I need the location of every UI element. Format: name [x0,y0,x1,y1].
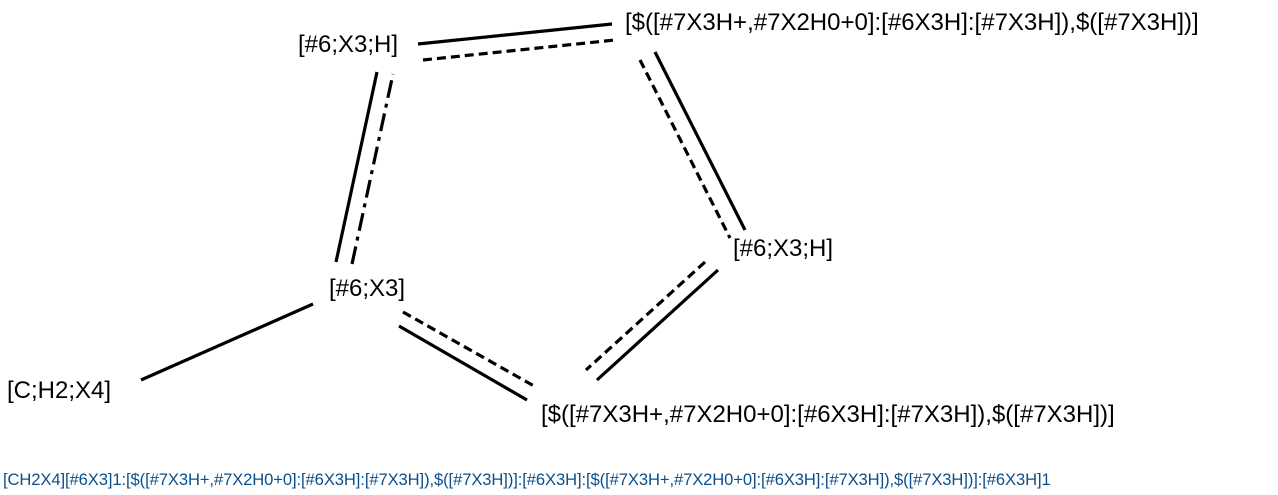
bond-a4-a5 [398,310,535,402]
bond-a3-a4 [584,260,720,382]
smarts-caption: [CH2X4][#6X3]1:[$([#7X3H+,#7X2H0+0]:[#6X… [3,470,1051,489]
atom-label-a5: [#6;X3] [329,275,405,302]
atom-label-a6: [C;H2;X4] [7,377,111,404]
bond-a1-a2 [417,22,616,62]
bond-a2-a3 [638,51,747,239]
atom-label-a3: [#6;X3;H] [733,235,833,262]
atom-label-a1: [#6;X3;H] [298,31,398,58]
bond-a5-a6 [140,302,314,382]
bond-a5-a1 [334,71,395,265]
atom-label-a2: [$([#7X3H+,#7X2H0+0]:[#6X3H]:[#7X3H]),$(… [625,9,1199,36]
atom-label-a4: [$([#7X3H+,#7X2H0+0]:[#6X3H]:[#7X3H]),$(… [541,401,1115,428]
